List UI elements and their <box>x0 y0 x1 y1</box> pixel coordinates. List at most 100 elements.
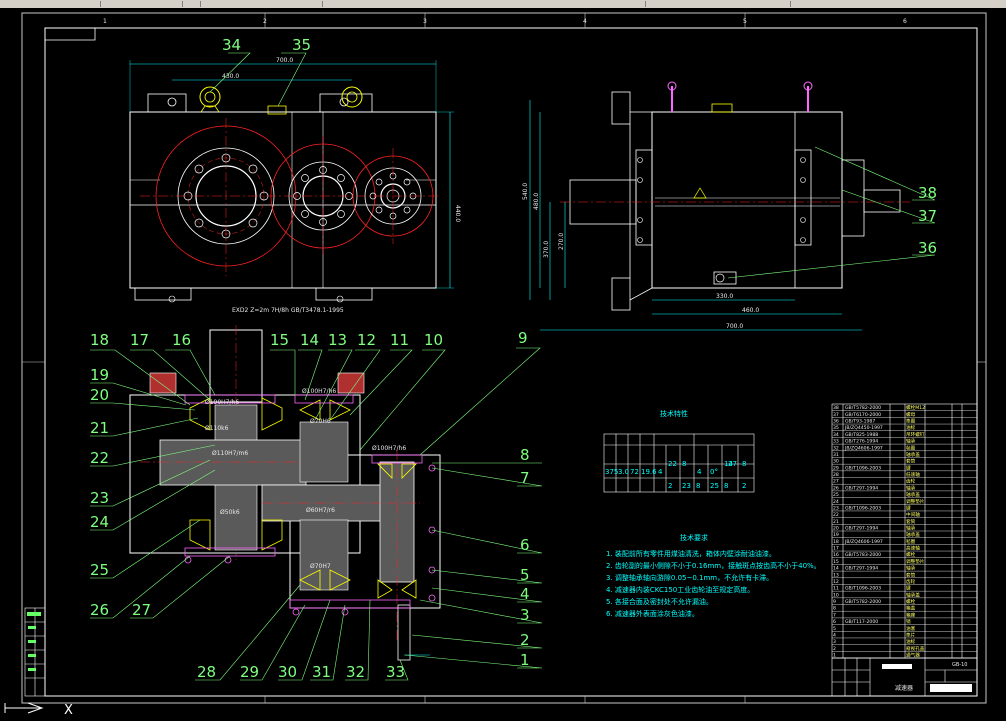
balloon: 14 <box>300 331 319 349</box>
toolbar-separator <box>182 1 183 7</box>
fit-note: Ø70H7 <box>310 563 331 570</box>
dim-side-h2: 480.0 <box>533 193 540 210</box>
bom-item-number: 7 <box>833 612 836 618</box>
bom-part-name: 螺栓 <box>906 598 916 605</box>
front-view: 700.0 430.0 440.0 <box>129 57 461 303</box>
bom-item-number: 25 <box>833 492 839 498</box>
balloon: 30 <box>278 663 297 681</box>
dim-side-foot: 330.0 <box>716 293 733 300</box>
bom-item-number: 8 <box>833 606 836 612</box>
bom-part-name: 轴承盖 <box>906 591 920 598</box>
tech-req-item: 4. 减速器内装CKC150工业齿轮油至规定高度。 <box>606 585 754 594</box>
balloon: 8 <box>520 446 530 464</box>
dim-side-h4: 270.0 <box>558 233 565 250</box>
balloon: 15 <box>270 331 289 349</box>
balloon: 17 <box>130 331 149 349</box>
dim-side-h3: 370.0 <box>543 241 550 258</box>
tech-req-title: 技术要求 <box>680 533 708 542</box>
toolbar-separator <box>322 1 323 7</box>
zone-number: 4 <box>583 18 587 25</box>
bom-part-name: 螺栓M12 <box>906 404 925 411</box>
balloon: 4 <box>520 585 530 603</box>
dim-side-h1: 540.0 <box>522 183 529 200</box>
bom-item-number: 36 <box>833 419 839 425</box>
fit-note: Ø50k6 <box>220 509 240 516</box>
bom-item-number: 21 <box>833 519 839 525</box>
tech-requirements: 技术要求 1. 装配前所有零件用煤油清洗，箱体内壁涂耐油油漆。 2. 齿轮副的最… <box>606 533 821 618</box>
spec-cell: 0° <box>710 468 718 476</box>
title-code: GB-10 <box>952 662 967 668</box>
bom-item-number: 26 <box>833 485 839 491</box>
fit-note: Ø110k6 <box>205 425 229 432</box>
bom-item-number: 19 <box>833 532 839 538</box>
bom-item-number: 14 <box>833 566 839 572</box>
toolbar-separator <box>790 1 791 7</box>
spec-cell: 8 <box>696 482 700 490</box>
bom-standard: GB/T297-1994 <box>845 526 878 532</box>
dim-side-overall: 700.0 <box>726 323 743 330</box>
bom-item-number: 1 <box>833 653 836 659</box>
zone-number: 6 <box>903 18 907 25</box>
bom-item-number: 20 <box>833 526 839 532</box>
spec-cell: 8 <box>742 460 746 468</box>
balloon: 33 <box>386 663 405 681</box>
balloon: 28 <box>197 663 216 681</box>
bom-item-number: 31 <box>833 452 839 458</box>
bom-part-name: 油塞 <box>906 625 916 632</box>
toolbar-separator <box>645 1 646 7</box>
balloon: 7 <box>520 469 530 487</box>
bom-item-number: 23 <box>833 505 839 511</box>
bom-standard: GB/T1096-2003 <box>845 505 881 511</box>
spec-cell: 8 <box>724 482 728 490</box>
drawing-canvas[interactable]: 1 2 3 4 5 6 <box>0 8 1006 718</box>
balloon: 35 <box>292 36 311 54</box>
bom-standard: JB/ZQ4450-1997 <box>844 425 883 431</box>
bom-item-number: 3 <box>833 639 836 645</box>
bom-standard: GB/T5782-2000 <box>845 599 881 605</box>
balloon: 38 <box>918 184 937 202</box>
bom-part-name: 油标 <box>906 424 916 431</box>
bom-part-name: 轴承盖 <box>906 491 920 498</box>
bom-item-number: 15 <box>833 559 839 565</box>
balloon: 27 <box>132 601 151 619</box>
bom-part-name: 调整垫片 <box>906 558 925 565</box>
spec-cell: 14 <box>724 460 733 468</box>
spec-cell: 2 <box>668 482 672 490</box>
bom-standard: JB/ZQ4606-1997 <box>844 539 883 545</box>
title-name: 减速器 <box>895 684 913 692</box>
zone-number: 2 <box>263 18 267 25</box>
leader-lines <box>90 52 936 681</box>
zone-number: 1 <box>103 18 107 25</box>
bom-part-name: 通气器 <box>906 652 920 659</box>
bom-part-name: 套筒 <box>906 518 916 525</box>
spec-cell: 22 <box>668 460 677 468</box>
ucs-icon: X <box>4 702 73 718</box>
fit-note: Ø70H6 <box>310 418 331 425</box>
spec-cell: 8 <box>682 460 686 468</box>
zone-number: 5 <box>743 18 747 25</box>
bom-part-name: 套筒 <box>906 571 916 578</box>
bom-standard: GB/T93-1987 <box>845 419 875 425</box>
fit-note: Ø100H7/h6 <box>302 388 336 395</box>
bom-item-number: 12 <box>833 579 839 585</box>
bom-item-number: 22 <box>833 512 839 518</box>
bom-part-name: 吊环螺钉 <box>906 431 925 438</box>
bom-part-name: 销 <box>906 618 911 625</box>
bom-part-name: 中间轴 <box>906 511 920 518</box>
bom-item-number: 35 <box>833 425 839 431</box>
part-balloons: 34 35 38 37 36 18 17 16 15 14 13 12 11 1… <box>90 36 937 681</box>
drawing-frame: 1 2 3 4 5 6 <box>21 12 987 704</box>
spec-cell: 72 <box>630 468 639 476</box>
balloon: 32 <box>346 663 365 681</box>
balloon: 3 <box>520 606 530 624</box>
balloon: 16 <box>172 331 191 349</box>
bom-item-number: 6 <box>833 619 836 625</box>
bom-item-number: 24 <box>833 499 839 505</box>
spec-cell: 3.0 <box>618 468 629 476</box>
bom-item-number: 38 <box>833 405 839 411</box>
balloon: 20 <box>90 386 109 404</box>
title-block: 减速器 GB-10 <box>831 657 978 697</box>
bom-part-name: 轴承盖 <box>906 451 920 458</box>
balloon: 31 <box>312 663 331 681</box>
